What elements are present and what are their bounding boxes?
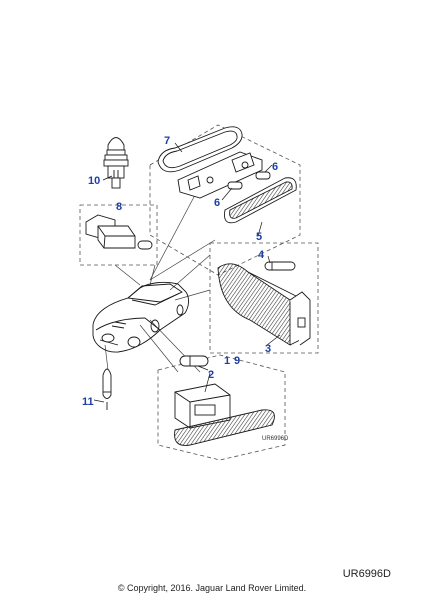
repeater-lamp-illustration	[174, 355, 275, 446]
side-lamp-assembly-illustration	[177, 151, 297, 224]
copyright-notice: © Copyright, 2016. Jaguar Land Rover Lim…	[117, 583, 307, 593]
car-illustration	[92, 281, 189, 353]
group-box-7-5	[149, 124, 301, 276]
callout-8: 8	[116, 201, 122, 213]
lamp-cluster-illustration	[217, 261, 311, 346]
callout-9: 9	[234, 355, 240, 367]
interior-lamp-bezel-illustration	[157, 126, 243, 173]
callout-labels: 10 7 6 6 5 8 4 3 1 9 2 11	[82, 135, 278, 408]
callout-6-upper: 6	[272, 161, 278, 173]
callout-6-lower: 6	[214, 197, 220, 209]
callout-1: 1	[224, 355, 230, 367]
callout-7: 7	[164, 135, 170, 147]
callout-leaders	[93, 142, 281, 403]
group-box-3-4	[209, 242, 319, 354]
callout-11: 11	[82, 396, 94, 408]
callout-3: 3	[265, 343, 271, 355]
bulb-holder-illustration	[103, 137, 129, 189]
callout-10: 10	[88, 175, 100, 187]
inset-code: UR6996D	[262, 436, 289, 442]
group-box-8	[79, 204, 158, 266]
festoon-bulb-illustration	[102, 368, 112, 410]
group-box-1-2	[157, 354, 286, 461]
figure-code: UR6996D	[342, 568, 391, 580]
callout-4: 4	[258, 249, 265, 261]
car-leader-lines	[104, 194, 216, 373]
callout-2: 2	[208, 369, 214, 381]
footwell-lamp-illustration	[85, 214, 153, 250]
callout-5: 5	[256, 231, 262, 243]
